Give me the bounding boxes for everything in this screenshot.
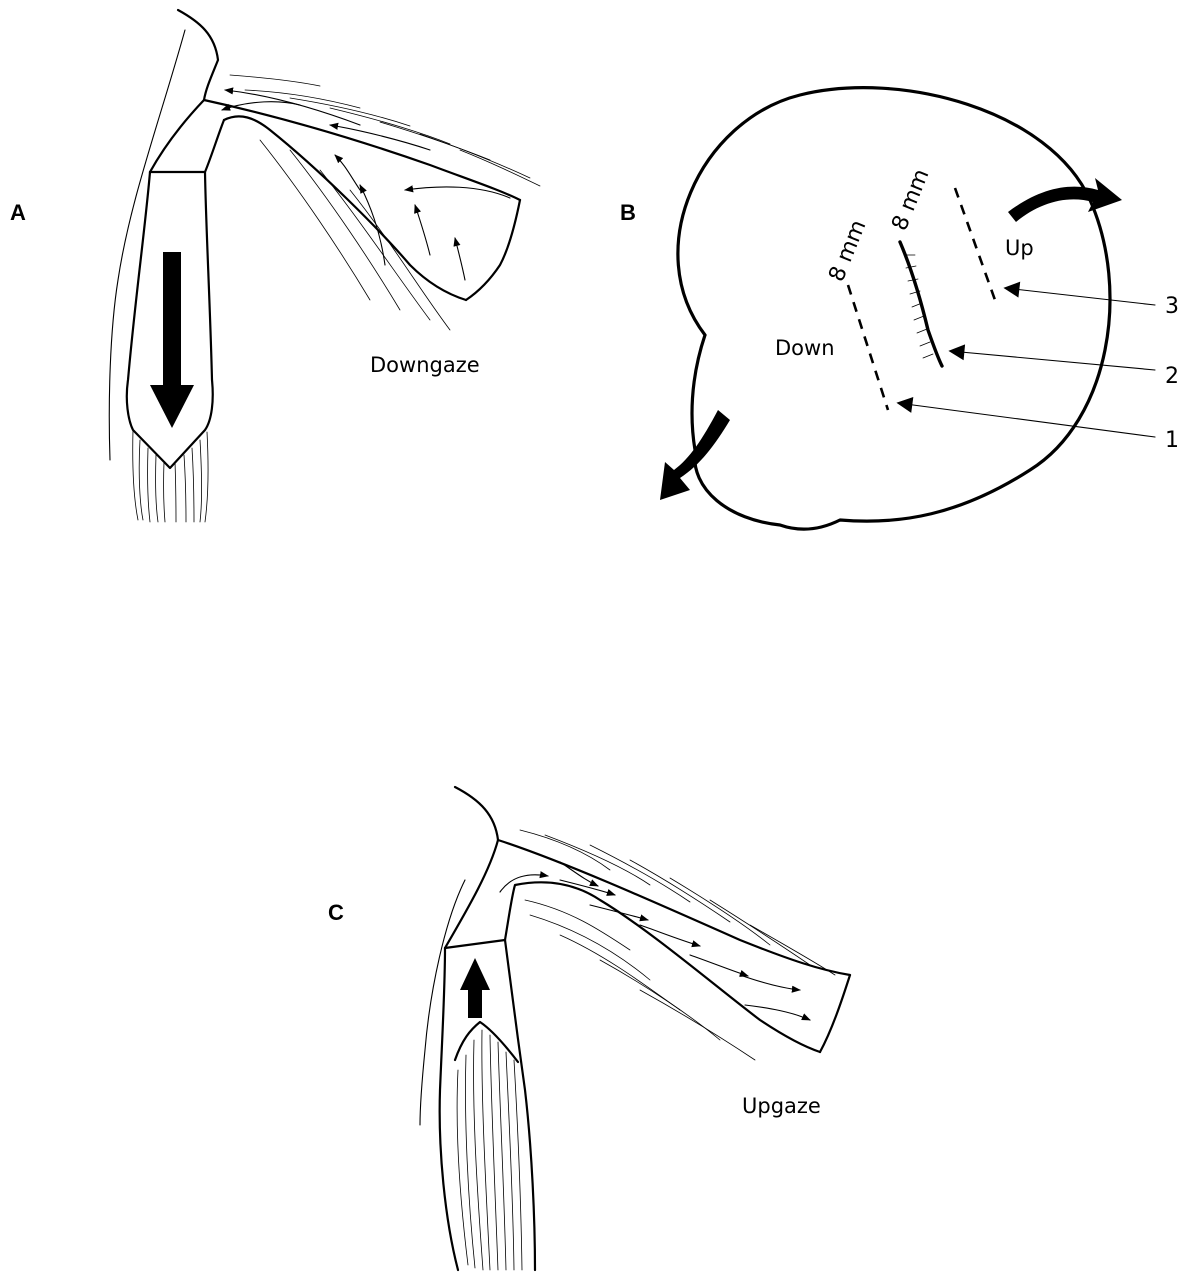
panel-b-callout-3: 3 <box>1165 294 1179 319</box>
panel-b-callout-2: 2 <box>1165 364 1179 389</box>
panel-c-caption: Upgaze <box>742 1094 821 1118</box>
panel-a: A <box>10 10 540 522</box>
panel-b: B 8 mm 8 mm Down Up <box>620 88 1179 529</box>
panel-b-dashed-line-up <box>955 188 995 300</box>
panel-b-pointer-1 <box>898 403 1155 437</box>
panel-c-muscle-drawing <box>420 787 850 1270</box>
panel-b-pointer-2 <box>950 351 1155 370</box>
panel-b-globe <box>678 88 1110 529</box>
panel-c-letter: C <box>328 900 344 925</box>
panel-b-incision <box>900 242 942 366</box>
panel-b-rotation-down-arrow <box>660 410 730 500</box>
panel-a-caption: Downgaze <box>370 353 480 377</box>
panel-b-label-down: Down <box>775 336 835 360</box>
panel-a-muscle-drawing <box>109 10 540 522</box>
panel-c: C <box>328 787 850 1270</box>
panel-b-callout-1: 1 <box>1165 428 1179 453</box>
panel-b-measure-right: 8 mm <box>887 166 934 235</box>
panel-b-pointer-3 <box>1005 288 1155 305</box>
panel-b-letter: B <box>620 200 636 225</box>
panel-b-label-up: Up <box>1005 236 1034 260</box>
panel-a-letter: A <box>10 200 26 225</box>
panel-b-dashed-line-down <box>848 285 888 410</box>
panel-b-measure-left: 8 mm <box>824 217 871 286</box>
panel-b-rotation-up-arrow <box>1008 178 1122 222</box>
